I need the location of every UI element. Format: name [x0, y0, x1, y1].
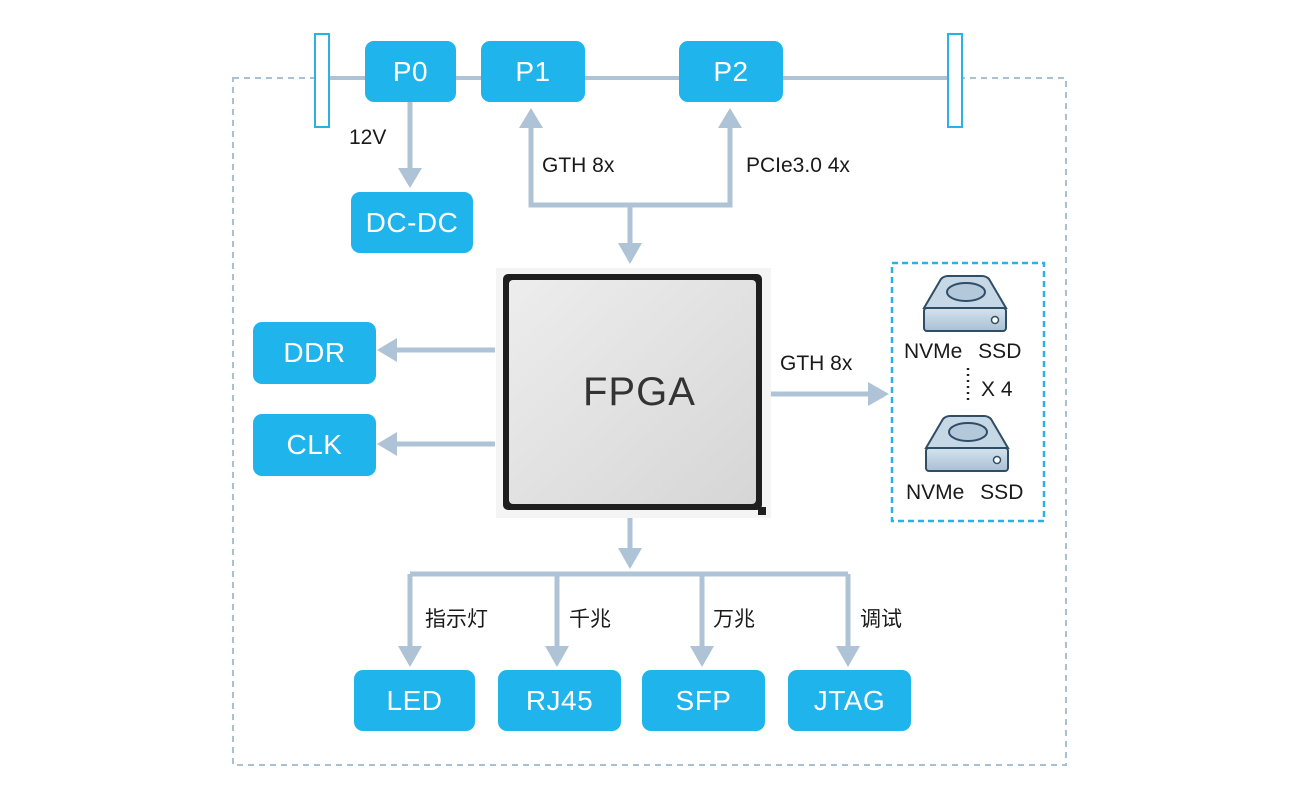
- bus-end-right: [947, 33, 963, 128]
- jtag-link-label: 调试: [860, 608, 902, 631]
- board-outline: [232, 77, 1067, 766]
- ddr-arrowhead: [377, 338, 397, 362]
- led-block: LED: [354, 670, 475, 731]
- dcdc-arrowhead: [398, 168, 422, 188]
- rj45-link-label: 千兆: [569, 608, 611, 631]
- clk-arrowhead: [377, 432, 397, 456]
- ssd-top-label: NVMe SSD: [904, 340, 1022, 363]
- p0-block: P0: [365, 41, 456, 102]
- voltage-label: 12V: [349, 126, 387, 149]
- fpga-top-arrowhead: [618, 243, 642, 264]
- hard-drive-icon: [922, 275, 1008, 332]
- clk-block: CLK: [253, 414, 376, 476]
- jtag-arrowhead: [836, 646, 860, 667]
- p2-link-label: PCIe3.0 4x: [746, 154, 850, 177]
- led-link-label: 指示灯: [425, 608, 488, 631]
- fpga-chip: [496, 268, 771, 518]
- p2-block: P2: [679, 41, 783, 102]
- sfp-block: SFP: [642, 670, 765, 731]
- ssd-group-outline: [890, 261, 1046, 523]
- fpga-label: FPGA: [583, 370, 696, 414]
- p1-block: P1: [481, 41, 585, 102]
- sfp-link-label: 万兆: [713, 608, 755, 631]
- led-arrowhead: [398, 646, 422, 667]
- rj45-block: RJ45: [498, 670, 621, 731]
- jtag-block: JTAG: [788, 670, 911, 731]
- p1-link-label: GTH 8x: [542, 154, 615, 177]
- sfp-arrowhead: [690, 646, 714, 667]
- bus-end-left: [314, 33, 330, 128]
- ssd-link-label: GTH 8x: [780, 352, 853, 375]
- p2-arrowhead: [718, 108, 742, 128]
- ssd-arrowhead: [868, 382, 889, 406]
- rj45-arrowhead: [545, 646, 569, 667]
- ssd-bottom-label: NVMe SSD: [906, 481, 1024, 504]
- ssd-multiplier-label: X 4: [981, 378, 1013, 401]
- ddr-block: DDR: [253, 322, 376, 384]
- dcdc-block: DC-DC: [351, 192, 473, 253]
- fpga-bottom-arrowhead: [618, 548, 642, 569]
- hard-drive-icon: [924, 415, 1010, 472]
- p1-arrowhead: [519, 108, 543, 128]
